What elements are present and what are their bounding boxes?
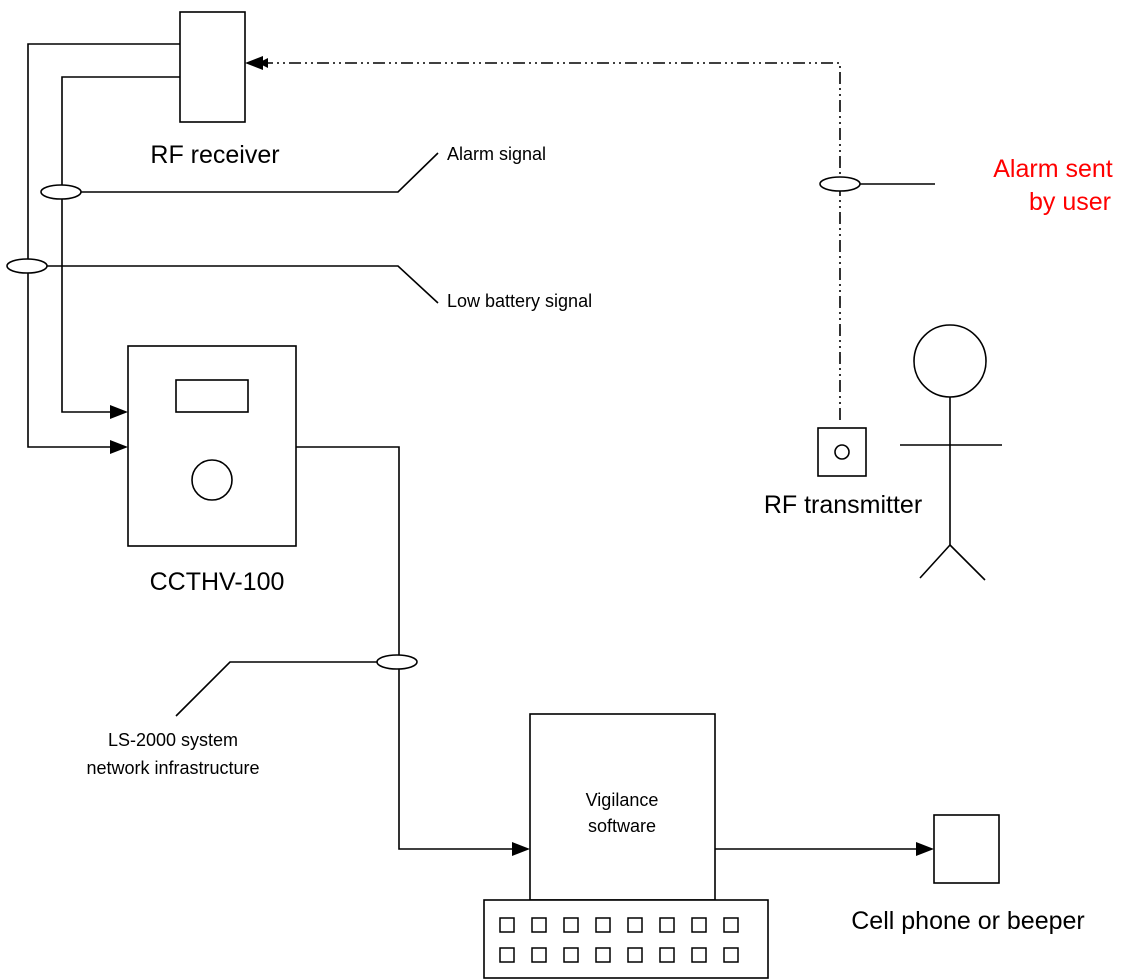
receiver-wire-outer-arrowhead — [110, 440, 128, 454]
keyboard-key — [563, 917, 579, 933]
alarm-sent-label-line1: Alarm sent — [993, 155, 1113, 183]
network-marker — [376, 654, 418, 670]
alarm-sent-label-line2: by user — [1029, 188, 1111, 216]
user-figure — [900, 324, 1002, 581]
cell-phone-box — [933, 814, 1000, 884]
rf-transmitter-label: RF transmitter — [764, 491, 922, 519]
ccthv-knob — [191, 459, 233, 501]
keyboard-key — [627, 917, 643, 933]
rf-receiver-label: RF receiver — [150, 141, 279, 169]
network-link-arrowhead — [512, 842, 530, 856]
keyboard-key — [691, 947, 707, 963]
keyboard-key — [723, 947, 739, 963]
network-link — [296, 446, 514, 850]
keyboard-key — [627, 947, 643, 963]
keyboard-key — [659, 947, 675, 963]
rf-transmitter-button — [834, 444, 850, 460]
keyboard-key — [531, 917, 547, 933]
network-leader — [175, 661, 377, 717]
ccthv-label: CCTHV-100 — [150, 568, 285, 596]
wireless-link-arrowhead — [245, 56, 263, 70]
keyboard-key — [595, 947, 611, 963]
ccthv-box — [127, 345, 297, 547]
receiver-wire-inner — [61, 76, 180, 413]
notification-link-arrowhead — [916, 842, 934, 856]
vigilance-label-line2: software — [588, 816, 656, 836]
receiver-wire-outer — [27, 43, 180, 448]
alarm-signal-leader — [81, 152, 439, 193]
rf-receiver-box — [179, 11, 246, 123]
keyboard-key — [723, 917, 739, 933]
alarm-signal-label: Alarm signal — [447, 144, 546, 164]
keyboard-key — [499, 947, 515, 963]
low-battery-label: Low battery signal — [447, 291, 592, 311]
keyboard-key — [499, 917, 515, 933]
low-battery-leader — [47, 265, 439, 304]
keyboard-keys — [499, 917, 739, 963]
low-battery-marker — [6, 258, 48, 274]
keyboard — [483, 899, 769, 979]
cell-phone-label: Cell phone or beeper — [851, 907, 1085, 935]
vigilance-label-line1: Vigilance — [586, 790, 659, 810]
alarm-sent-marker — [819, 176, 861, 192]
ccthv-display — [175, 379, 249, 413]
keyboard-key — [691, 917, 707, 933]
network-label-line2: network infrastructure — [86, 758, 259, 778]
wireless-link — [258, 58, 841, 420]
keyboard-key — [563, 947, 579, 963]
alarm-signal-marker — [40, 184, 82, 200]
keyboard-key — [659, 917, 675, 933]
keyboard-key — [531, 947, 547, 963]
network-label-line1: LS-2000 system — [108, 730, 238, 750]
receiver-wire-inner-arrowhead — [110, 405, 128, 419]
keyboard-key — [595, 917, 611, 933]
